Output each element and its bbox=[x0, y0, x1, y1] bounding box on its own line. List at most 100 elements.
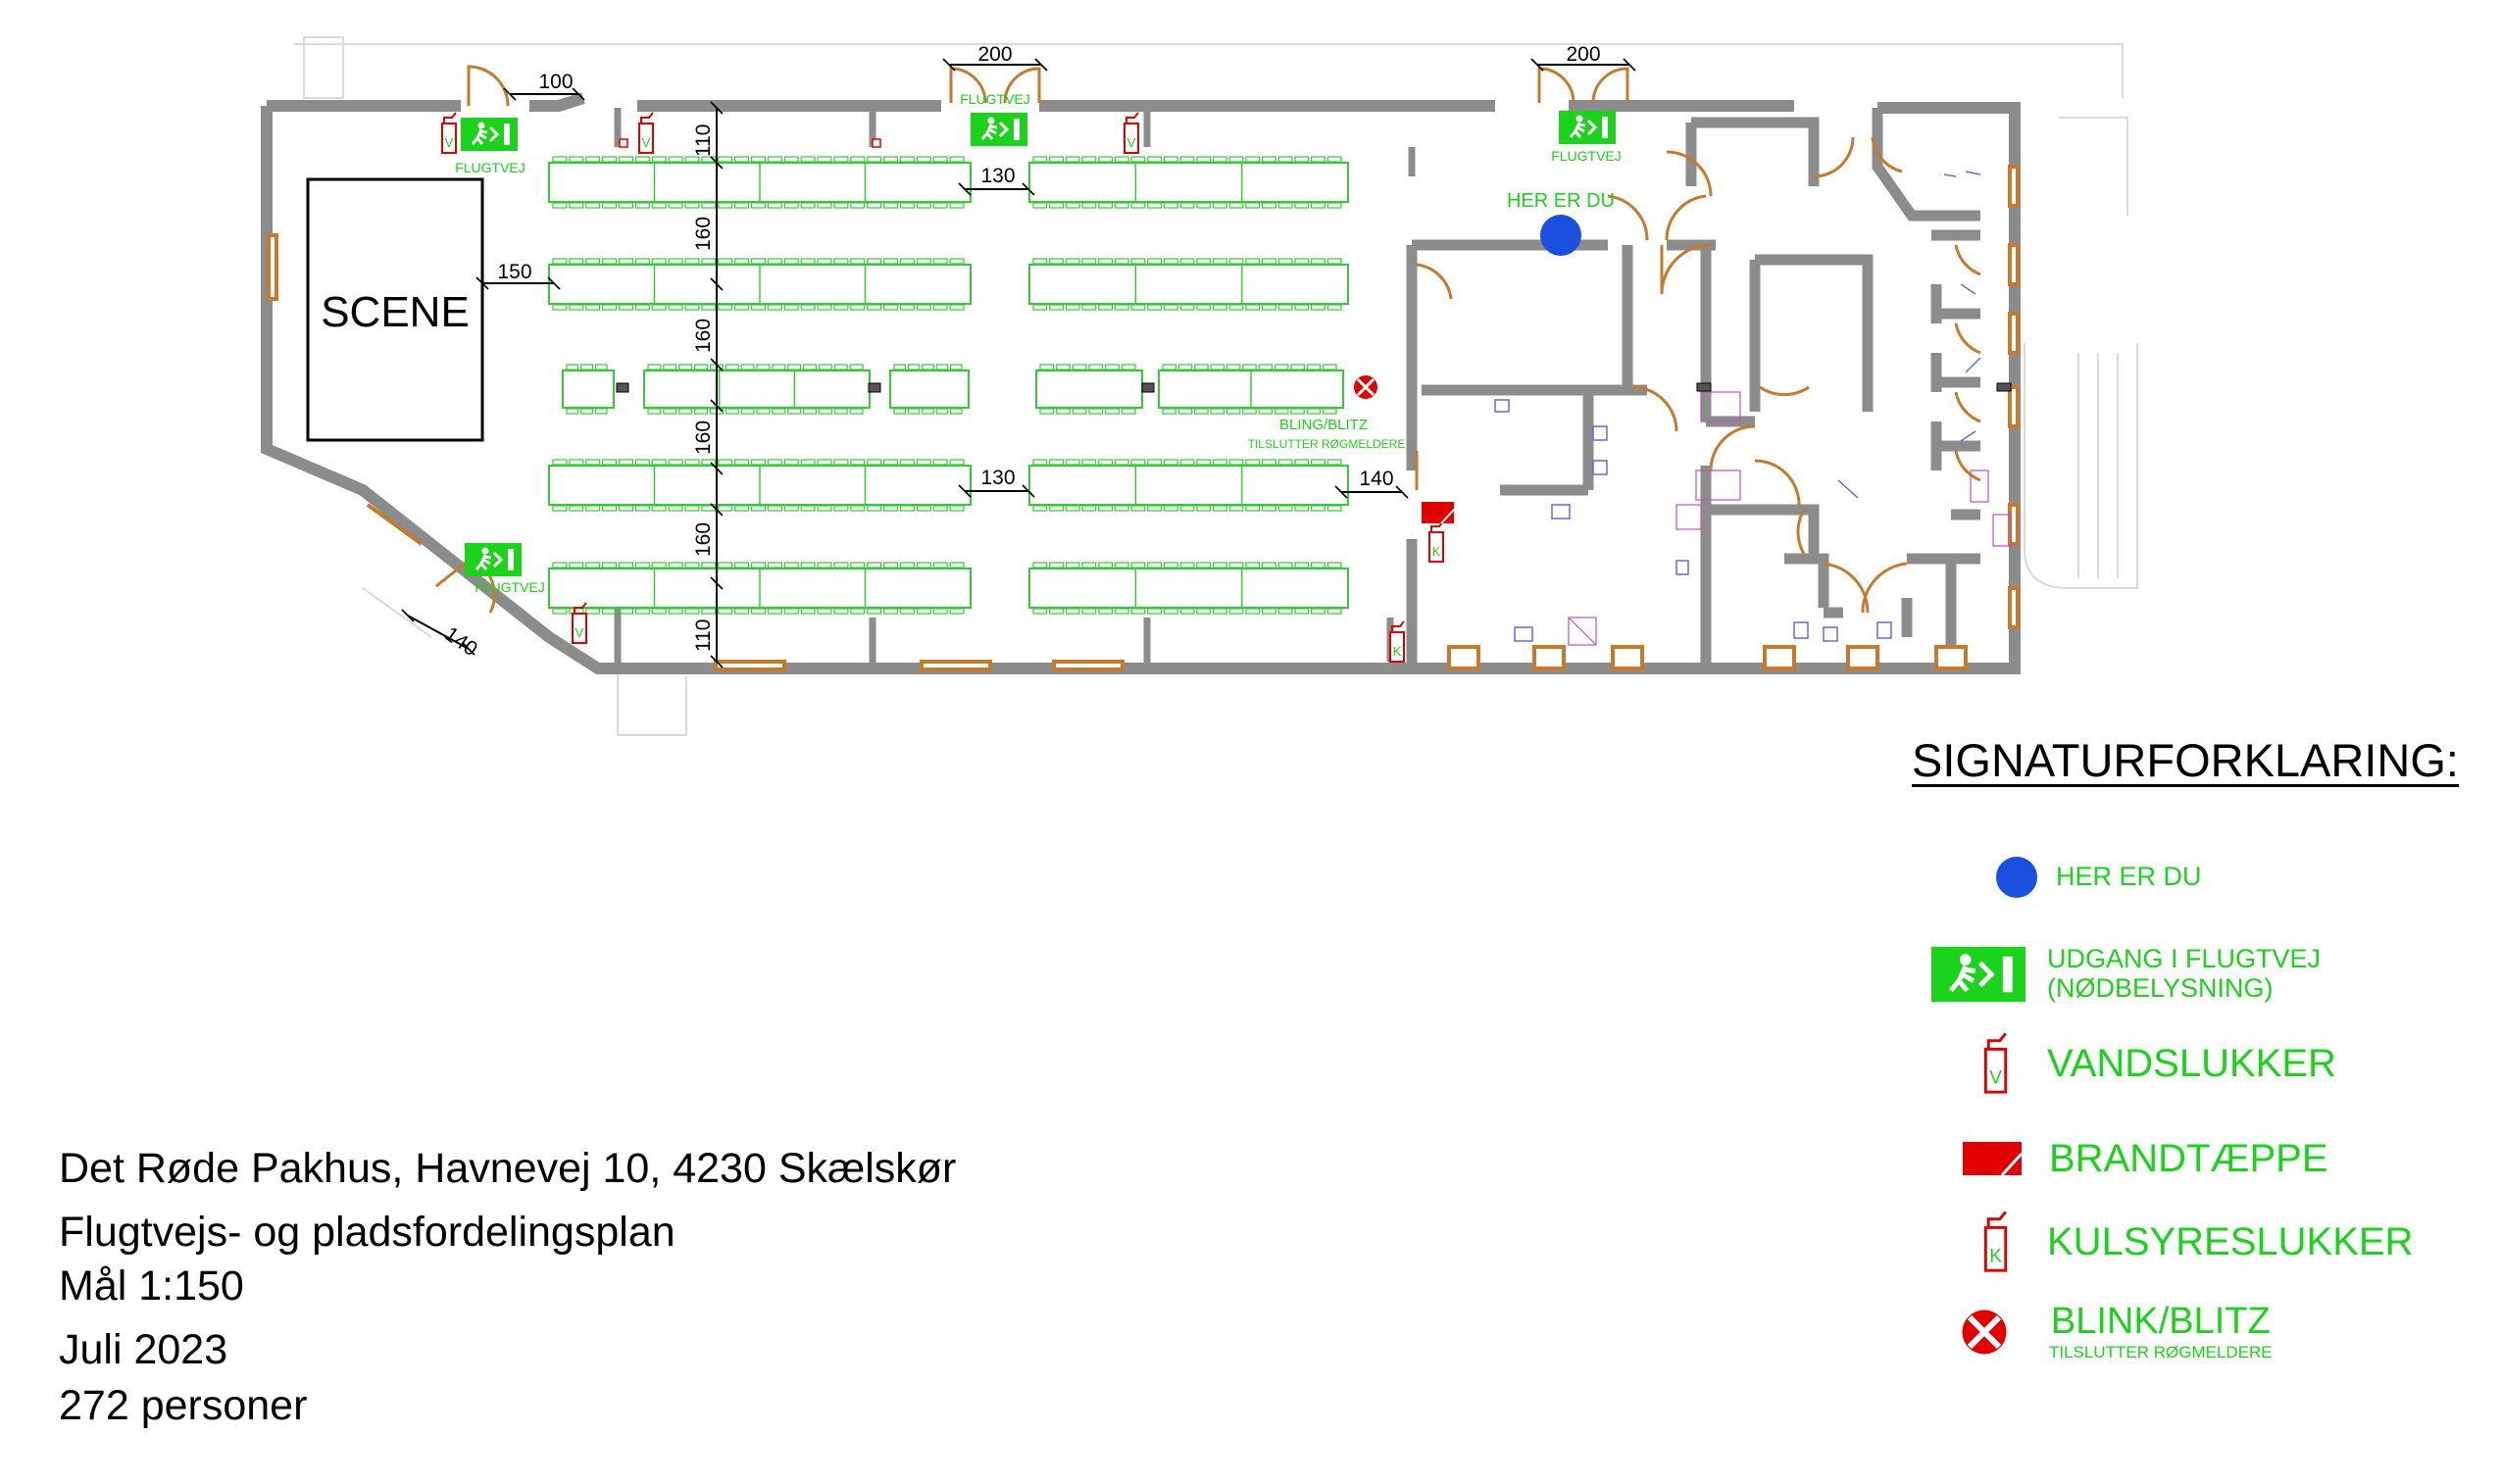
surroundings bbox=[294, 36, 2138, 736]
chair bbox=[1212, 156, 1227, 163]
chair bbox=[618, 202, 634, 209]
chair bbox=[618, 156, 634, 163]
chair bbox=[1306, 408, 1322, 415]
chair bbox=[634, 304, 650, 311]
chair bbox=[1245, 202, 1261, 209]
person-count: 272 personer bbox=[59, 1382, 308, 1429]
chair bbox=[1245, 156, 1261, 163]
chair bbox=[1274, 408, 1289, 415]
chair bbox=[1212, 304, 1227, 311]
chair bbox=[949, 562, 965, 569]
chair bbox=[668, 505, 683, 512]
chair bbox=[734, 202, 750, 209]
chair bbox=[580, 364, 593, 371]
chair bbox=[750, 562, 767, 569]
chair bbox=[882, 202, 899, 209]
legend-blink-label: BLINK/BLITZ bbox=[2050, 1301, 2271, 1342]
chair bbox=[1147, 505, 1163, 512]
chair bbox=[1210, 364, 1225, 371]
chair bbox=[1098, 562, 1114, 569]
chair bbox=[684, 459, 700, 466]
date: Juli 2023 bbox=[59, 1326, 228, 1373]
chair bbox=[1147, 202, 1163, 209]
table bbox=[1028, 264, 1349, 305]
chair bbox=[668, 304, 683, 311]
chair bbox=[585, 562, 601, 569]
chair bbox=[634, 608, 650, 615]
doors bbox=[435, 65, 1981, 614]
chair bbox=[783, 258, 799, 265]
chair bbox=[1065, 562, 1080, 569]
chair bbox=[1294, 258, 1310, 265]
chair bbox=[552, 304, 568, 311]
exit-label-2: FLUGTVEJ bbox=[960, 91, 1030, 107]
chair bbox=[1081, 258, 1097, 265]
chair bbox=[1162, 364, 1176, 371]
chair bbox=[916, 202, 931, 209]
chair bbox=[850, 304, 866, 311]
chair bbox=[585, 202, 601, 209]
legend-here: HER ER DU bbox=[1993, 856, 2202, 899]
chair bbox=[750, 304, 767, 311]
chair bbox=[1290, 364, 1305, 371]
chair bbox=[1212, 562, 1227, 569]
chair bbox=[787, 364, 802, 371]
chair bbox=[740, 364, 755, 371]
chair bbox=[899, 459, 915, 466]
chair bbox=[1098, 202, 1114, 209]
legend-exit-line2: (NØDBELYSNING) bbox=[2047, 972, 2274, 1003]
fire-blanket-icon bbox=[1963, 1142, 2022, 1175]
chair bbox=[1105, 364, 1120, 371]
dim-130-top: 130 bbox=[980, 165, 1015, 187]
chair bbox=[949, 608, 965, 615]
chair bbox=[618, 505, 634, 512]
dim-200-left: 200 bbox=[977, 43, 1012, 66]
dimension-lines bbox=[407, 64, 1629, 662]
chair bbox=[1245, 459, 1261, 466]
chair bbox=[949, 304, 965, 311]
chair bbox=[867, 156, 882, 163]
chair bbox=[1326, 505, 1342, 512]
chair bbox=[772, 408, 786, 415]
chair bbox=[767, 258, 782, 265]
svg-text:K: K bbox=[1989, 1246, 2002, 1266]
chair bbox=[850, 459, 866, 466]
dim-150: 150 bbox=[497, 261, 531, 283]
chair bbox=[1032, 156, 1048, 163]
exit-label-4: FLUGTVEJ bbox=[475, 579, 545, 595]
chair bbox=[932, 304, 948, 311]
chair bbox=[1179, 304, 1195, 311]
chair bbox=[800, 459, 816, 466]
chair bbox=[684, 304, 700, 311]
chair bbox=[1081, 562, 1097, 569]
chair bbox=[602, 258, 618, 265]
chair bbox=[634, 459, 650, 466]
chair bbox=[783, 202, 799, 209]
chair bbox=[767, 562, 782, 569]
chair bbox=[833, 304, 849, 311]
chair bbox=[684, 562, 700, 569]
chair bbox=[1245, 562, 1261, 569]
chair bbox=[1311, 304, 1325, 311]
chair bbox=[1163, 562, 1178, 569]
chair bbox=[580, 408, 593, 415]
chair bbox=[1065, 459, 1080, 466]
chair bbox=[1032, 562, 1048, 569]
chair bbox=[1196, 459, 1212, 466]
chair bbox=[585, 505, 601, 512]
chair bbox=[668, 562, 683, 569]
chair bbox=[750, 202, 767, 209]
chair bbox=[1130, 156, 1146, 163]
chair bbox=[867, 505, 882, 512]
chair bbox=[634, 505, 650, 512]
chair bbox=[893, 364, 906, 371]
chair bbox=[618, 459, 634, 466]
chair bbox=[634, 562, 650, 569]
chair bbox=[1196, 202, 1212, 209]
chair bbox=[1179, 608, 1195, 615]
chair bbox=[668, 202, 683, 209]
table-rows bbox=[548, 156, 1349, 615]
chair bbox=[932, 258, 948, 265]
chair bbox=[802, 364, 818, 371]
chair bbox=[1311, 608, 1325, 615]
